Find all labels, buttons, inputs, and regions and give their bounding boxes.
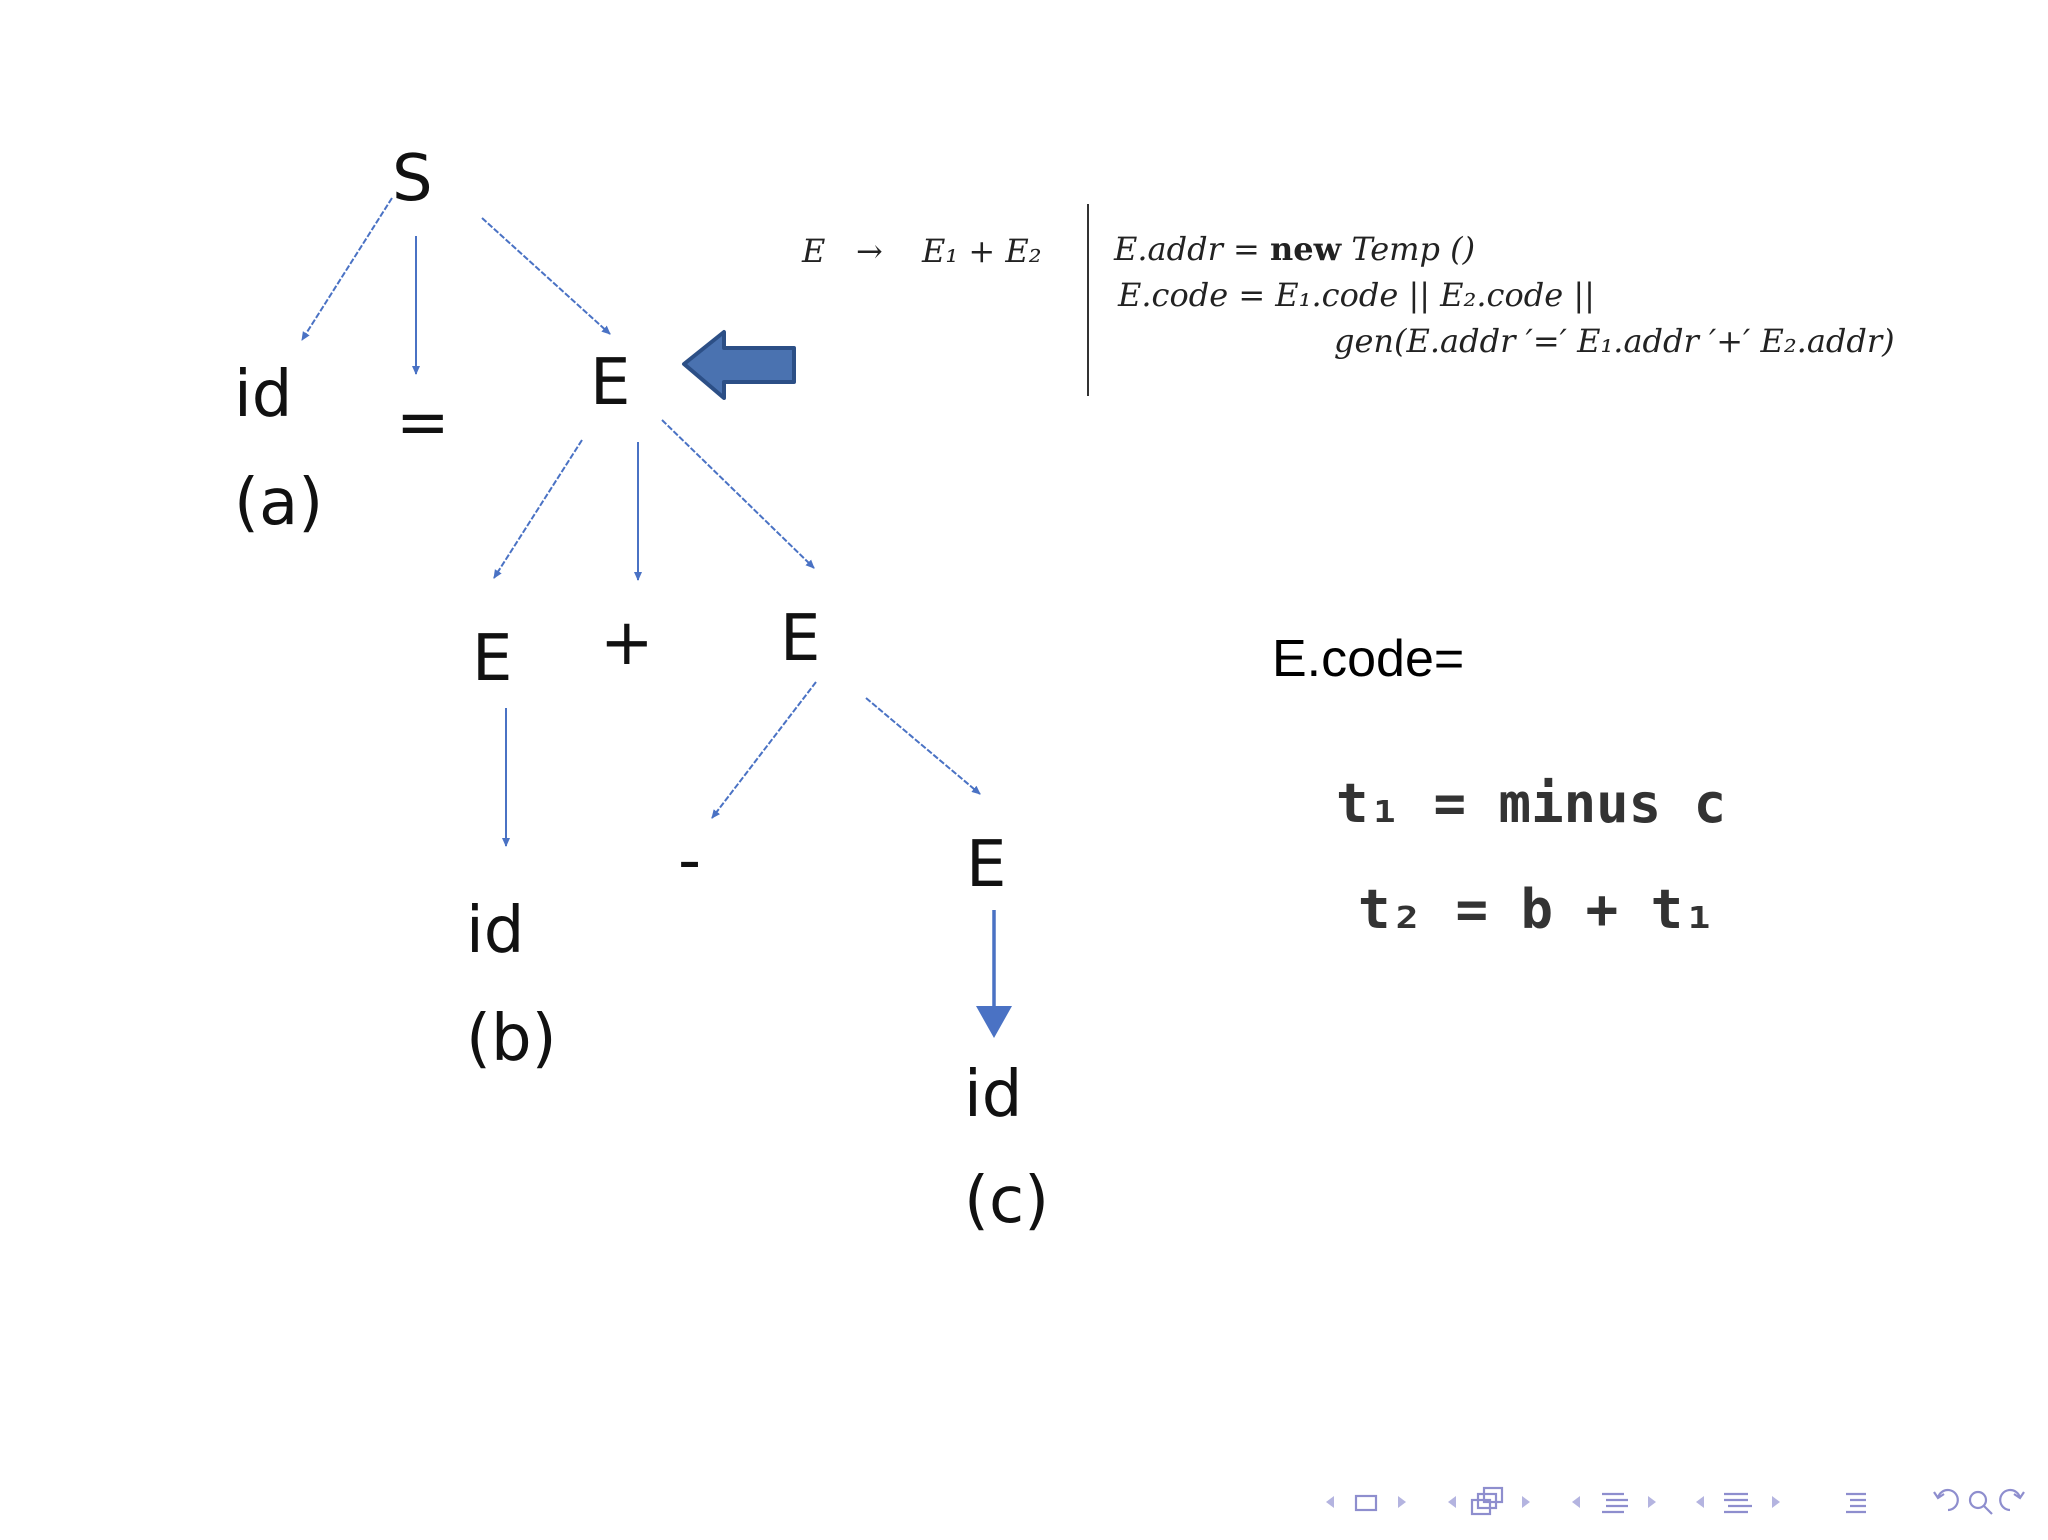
edge-eright-minus: [711, 681, 817, 819]
rule-action-line3: gen(E.addr ′=′ E₁.addr ′+′ E₂.addr): [1334, 322, 1895, 360]
rule-action-line2: E.code = E₁.code || E₂.code ||: [1117, 276, 1595, 314]
node-id-b: id: [466, 894, 524, 968]
edge-s-e: [481, 217, 611, 335]
rule-lhs: E: [801, 232, 825, 270]
subsection-nav-icon[interactable]: [1448, 1486, 1530, 1516]
edge-e-eright: [661, 419, 815, 569]
node-label-b: (b): [466, 1002, 557, 1076]
section-nav-icon[interactable]: [1572, 1492, 1656, 1514]
node-id-c: id: [964, 1058, 1022, 1132]
parse-tree-nodes: S id (a) = E E + E id (b) - E id (c): [234, 142, 1049, 1238]
node-e-bottom: E: [966, 828, 1006, 902]
forward-icon[interactable]: [1999, 1488, 2025, 1512]
search-icon[interactable]: [1968, 1490, 1993, 1515]
back-icon[interactable]: [1933, 1488, 1959, 1512]
edge-eright-e: [865, 697, 981, 795]
parse-tree-edges: [301, 197, 1012, 1038]
three-address-code: t₁ = minus c t₂ = b + t₁: [1336, 772, 1726, 941]
navigation-bar: [1326, 1486, 2025, 1516]
node-e-top: E: [590, 346, 630, 420]
frame-nav-icon[interactable]: [1326, 1494, 1406, 1512]
semantic-rule: E → E₁ + E₂ E.addr = new Temp () E.code …: [801, 204, 1895, 396]
node-label-a: (a): [234, 466, 323, 540]
node-e-right: E: [780, 602, 820, 676]
code-caption: E.code=: [1272, 630, 1464, 688]
node-id-a: id: [234, 358, 292, 432]
toc-icon[interactable]: [1846, 1492, 1866, 1514]
node-s: S: [392, 142, 433, 216]
node-eq: =: [396, 386, 450, 460]
edge-s-id: [301, 197, 393, 341]
node-minus: -: [678, 824, 701, 898]
left-block-arrow-icon: [682, 330, 796, 400]
node-e-left: E: [472, 622, 512, 696]
node-plus: +: [600, 606, 654, 680]
edge-e-eleft: [493, 439, 583, 579]
node-label-c: (c): [964, 1164, 1049, 1238]
tac-line-1: t₁ = minus c: [1336, 772, 1726, 835]
rule-action-line1: E.addr = new Temp (): [1113, 230, 1475, 268]
rule-arrow: →: [856, 232, 883, 270]
tac-line-2: t₂ = b + t₁: [1358, 878, 1716, 941]
slide-nav-icon[interactable]: [1696, 1492, 1780, 1514]
rule-rhs: E₁ + E₂: [921, 232, 1042, 270]
